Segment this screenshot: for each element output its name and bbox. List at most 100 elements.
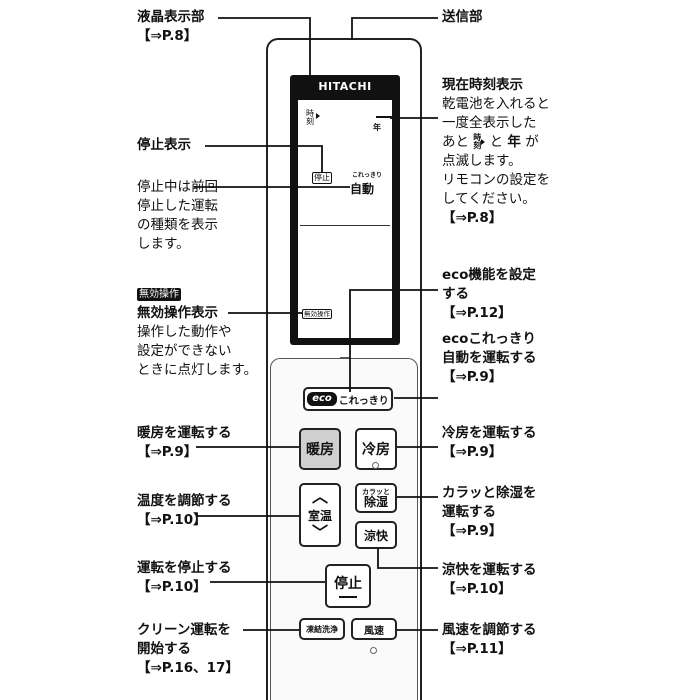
invalid-op-badge: 無効操作 bbox=[137, 288, 181, 301]
callout-fan: 風速を調節する 【⇒P.11】 bbox=[442, 621, 537, 659]
heat-button[interactable]: 暖房 bbox=[299, 428, 341, 470]
callout-karatto-line: カラッと除湿を bbox=[442, 485, 537, 501]
status-led bbox=[370, 647, 377, 654]
callout-eco-set-line: eco機能を設定 bbox=[442, 267, 536, 283]
callout-clean: クリーン運転を 開始する 【⇒P.16、17】 bbox=[137, 621, 239, 678]
callout-ryokai-ref: 【⇒P.10】 bbox=[442, 581, 512, 597]
ryokai-button[interactable]: 涼快 bbox=[355, 521, 397, 549]
callout-eco-set-line: する bbox=[442, 286, 469, 302]
callout-heat: 暖房を運転する 【⇒P.9】 bbox=[137, 424, 232, 462]
callout-karatto-line: 運転する bbox=[442, 504, 496, 520]
karatto-small-label: カラッと bbox=[362, 487, 390, 496]
callout-stop-display-desc: 停止中は前回 停止した運転 の種類を表示 します。 bbox=[137, 178, 218, 254]
temp-label: 室温 bbox=[307, 508, 332, 523]
transmitter-window bbox=[340, 357, 350, 359]
text-segment: 年 bbox=[507, 134, 521, 150]
callout-temp-title: 温度を調節する bbox=[137, 493, 232, 509]
callout-eco-kore: ecoこれっきり 自動を運転する 【⇒P.9】 bbox=[442, 330, 537, 387]
leader-transmitter bbox=[351, 17, 438, 40]
leader-eco-set bbox=[349, 289, 438, 392]
callout-heat-ref: 【⇒P.9】 bbox=[137, 444, 198, 460]
desc-line: リモコンの設定を bbox=[442, 172, 550, 188]
callout-stop-display: 停止表示 bbox=[137, 136, 191, 155]
desc-line-inline: あと 時刻 と 年 が bbox=[442, 133, 550, 152]
eco-button-label: これっきり bbox=[338, 395, 389, 407]
clock-icon-top: 時 bbox=[473, 133, 482, 142]
dehumid-label: 除湿 bbox=[363, 494, 388, 509]
karatto-dehumid-button[interactable]: カラッと 除湿 bbox=[355, 483, 397, 513]
lcd-clock-arrow-icon bbox=[316, 113, 320, 119]
clock-icon: 時刻 bbox=[473, 134, 481, 150]
callout-ryokai-title: 涼快を運転する bbox=[442, 562, 537, 578]
callout-eco-kore-line: 自動を運転する bbox=[442, 350, 537, 366]
text-segment: あと bbox=[442, 134, 469, 150]
callout-eco-kore-line: ecoこれっきり bbox=[442, 331, 536, 347]
leader-stop-display bbox=[205, 145, 323, 172]
callout-fan-title: 風速を調節する bbox=[442, 622, 537, 638]
callout-clock-ref: 【⇒P.8】 bbox=[442, 210, 503, 226]
callout-lcd-ref: 【⇒P.8】 bbox=[137, 28, 198, 44]
callout-cool: 冷房を運転する 【⇒P.9】 bbox=[442, 424, 537, 462]
text-segment: が bbox=[525, 134, 539, 150]
desc-line: 一度全表示した bbox=[442, 115, 537, 131]
desc-line: 乾電池を入れると bbox=[442, 96, 550, 112]
callout-transmitter: 送信部 bbox=[442, 8, 483, 27]
cool-indicator-led bbox=[372, 462, 379, 469]
callout-cool-ref: 【⇒P.9】 bbox=[442, 444, 503, 460]
lcd-divider bbox=[300, 225, 390, 226]
callout-eco-set: eco機能を設定 する 【⇒P.12】 bbox=[442, 266, 536, 323]
fan-speed-button[interactable]: 風速 bbox=[351, 618, 397, 640]
callout-invalid-op: 無効操作表示 操作した動作や 設定ができない ときに点灯します。 bbox=[137, 304, 257, 380]
arrow-icon bbox=[481, 139, 486, 145]
callout-stop-title: 運転を停止する bbox=[137, 560, 232, 576]
callout-clean-line: 開始する bbox=[137, 641, 191, 657]
callout-transmitter-title: 送信部 bbox=[442, 9, 483, 25]
temp-up-icon[interactable]: ︿ bbox=[311, 487, 328, 506]
desc-line: の種類を表示 bbox=[137, 217, 218, 233]
callout-cool-title: 冷房を運転する bbox=[442, 425, 537, 441]
callout-ryokai: 涼快を運転する 【⇒P.10】 bbox=[442, 561, 537, 599]
callout-temp-ref: 【⇒P.10】 bbox=[137, 512, 207, 528]
callout-clock: 現在時刻表示 乾電池を入れると 一度全表示した あと 時刻 と 年 が 点滅しま… bbox=[442, 76, 550, 228]
callout-clean-line: クリーン運転を bbox=[137, 622, 231, 638]
callout-stop-ref: 【⇒P.10】 bbox=[137, 579, 207, 595]
callout-clean-ref: 【⇒P.16、17】 bbox=[137, 660, 239, 676]
clean-button[interactable]: 凍結洗浄 bbox=[299, 618, 345, 640]
desc-line: 設定ができない bbox=[137, 343, 232, 359]
desc-line: 停止中は前回 bbox=[137, 179, 218, 195]
callout-clock-title: 現在時刻表示 bbox=[442, 77, 523, 93]
callout-heat-title: 暖房を運転する bbox=[137, 425, 232, 441]
eco-logo: eco bbox=[307, 392, 337, 406]
callout-fan-ref: 【⇒P.11】 bbox=[442, 641, 512, 657]
eco-button[interactable]: eco これっきり bbox=[303, 387, 393, 411]
lcd-segment-icon bbox=[384, 116, 392, 118]
desc-line: してください。 bbox=[442, 191, 536, 207]
temp-down-icon[interactable]: ﹀ bbox=[311, 523, 328, 542]
lcd-clock-label-bottom: 刻 bbox=[306, 117, 314, 126]
callout-temp: 温度を調節する 【⇒P.10】 bbox=[137, 492, 232, 530]
desc-line: 点滅します。 bbox=[442, 153, 522, 169]
lcd-stop-indicator: 停止 bbox=[312, 172, 332, 184]
stop-underline-icon bbox=[339, 595, 357, 598]
lcd-clock-label-top: 時 bbox=[306, 109, 314, 118]
desc-line: 操作した動作や bbox=[137, 324, 232, 340]
callout-lcd-title: 液晶表示部 bbox=[137, 9, 205, 25]
lcd-segment-icon bbox=[376, 116, 384, 118]
callout-eco-kore-ref: 【⇒P.9】 bbox=[442, 369, 503, 385]
lcd-invalid-op-indicator: 無効操作 bbox=[302, 309, 332, 319]
desc-line: 停止した運転 bbox=[137, 198, 218, 214]
text-segment: と bbox=[489, 134, 504, 150]
stop-button[interactable]: 停止 bbox=[325, 564, 371, 608]
desc-line: します。 bbox=[137, 236, 190, 252]
callout-stop-display-title: 停止表示 bbox=[137, 137, 191, 153]
callout-karatto-ref: 【⇒P.9】 bbox=[442, 523, 503, 539]
callout-lcd: 液晶表示部 【⇒P.8】 bbox=[137, 8, 205, 46]
lcd-year-label: 年 bbox=[373, 123, 381, 132]
brand-logo: HITACHI bbox=[318, 80, 372, 93]
leader-ryokai bbox=[377, 549, 438, 569]
stop-button-label: 停止 bbox=[334, 575, 362, 592]
callout-invalid-op-title: 無効操作表示 bbox=[137, 305, 218, 321]
temperature-rocker[interactable]: ︿ 室温 ﹀ bbox=[299, 483, 341, 547]
lcd-screen bbox=[298, 100, 392, 338]
